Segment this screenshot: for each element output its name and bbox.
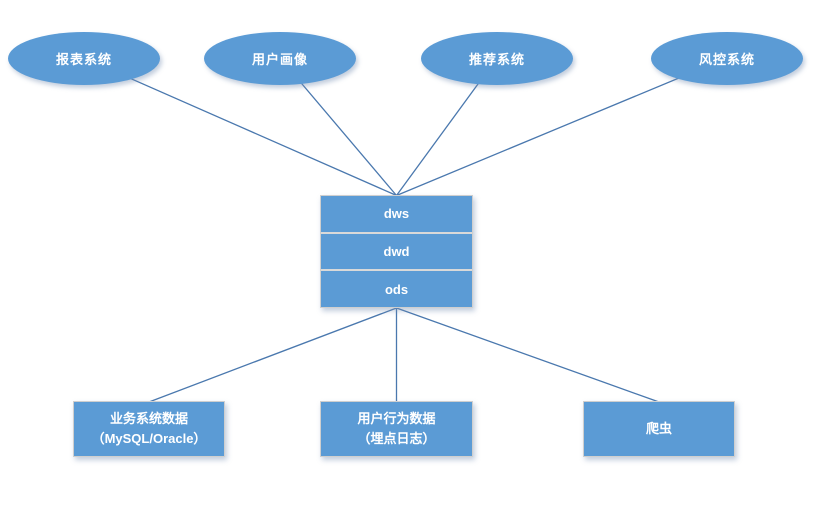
node-user-profile: 用户画像 [204, 32, 356, 85]
node-ods-layer: ods [321, 271, 472, 308]
node-dws-layer: dws [321, 196, 472, 232]
node-business-system-data-line2: （MySQL/Oracle） [91, 431, 207, 446]
connector-ods-to-crawler [396, 307, 660, 403]
node-user-profile-label: 用户画像 [251, 52, 308, 67]
connector-report-to-dws [83, 57, 397, 197]
node-recommend-system-label: 推荐系统 [468, 52, 525, 67]
node-dws-label: dws [383, 206, 410, 222]
node-report-system: 报表系统 [8, 32, 160, 85]
node-user-behavior-data-line1: 用户行为数据 [357, 411, 436, 426]
warehouse-layer-stack: dws dwd ods [320, 195, 473, 308]
node-risk-system-label: 风控系统 [698, 52, 755, 67]
node-crawler: 爬虫 [583, 401, 735, 457]
node-report-system-label: 报表系统 [55, 52, 112, 67]
node-recommend-system: 推荐系统 [421, 32, 573, 85]
node-risk-system: 风控系统 [651, 32, 803, 85]
node-user-behavior-data-line2: （埋点日志） [357, 431, 436, 446]
node-ods-label: ods [384, 281, 409, 297]
node-user-behavior-data: 用户行为数据 （埋点日志） [320, 401, 473, 457]
node-dwd-label: dwd [383, 244, 410, 259]
connector-risk-to-dws [396, 57, 728, 197]
node-business-system-data: 业务系统数据 （MySQL/Oracle） [73, 401, 225, 457]
node-dwd-layer: dwd [321, 233, 472, 270]
node-business-system-data-line1: 业务系统数据 [109, 411, 188, 426]
node-crawler-label: 爬虫 [645, 421, 672, 436]
connector-ods-to-business-data [148, 307, 397, 403]
